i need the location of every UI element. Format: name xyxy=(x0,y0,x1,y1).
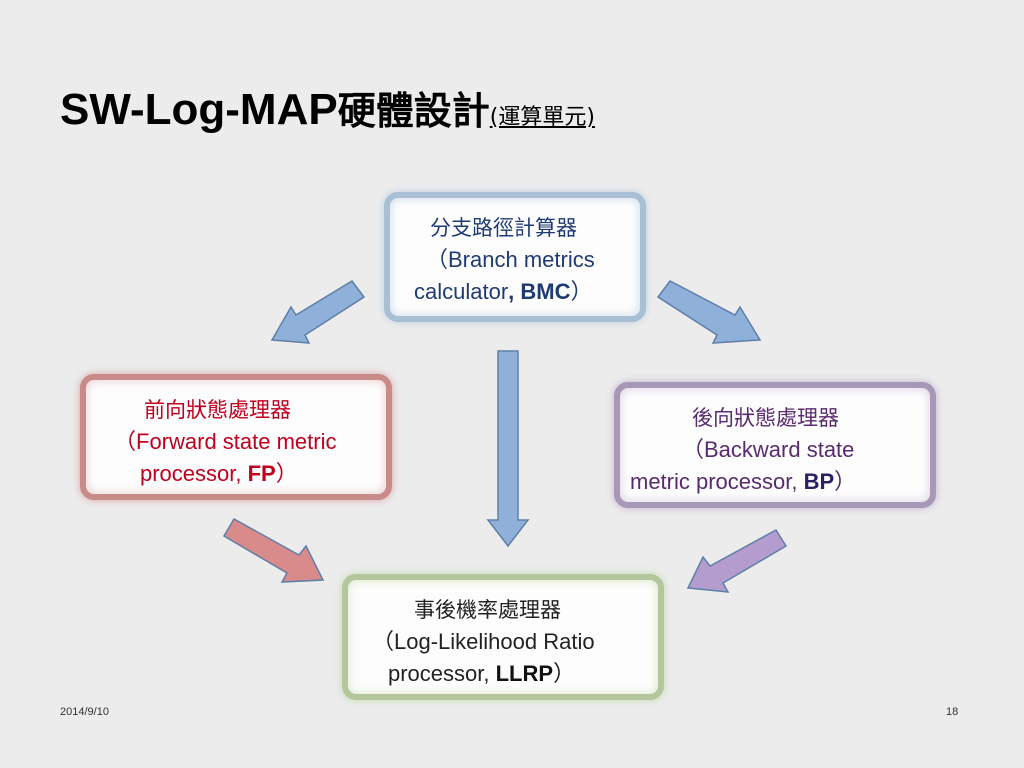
arrow-bmc-to-bp xyxy=(656,280,762,344)
node-llrp-close: ） xyxy=(553,661,576,686)
node-bp-line2: metric processor, BP） xyxy=(630,466,930,498)
arrow-bmc-to-llrp xyxy=(486,350,530,548)
title-chinese: 硬體設計 xyxy=(337,89,490,133)
node-fp-line2-text: processor, xyxy=(140,461,248,486)
node-llrp-line2-text: processor, xyxy=(388,661,496,686)
node-fp-line2: processor, FP） xyxy=(114,458,386,490)
node-bmc-line2-text: calculator xyxy=(414,279,509,304)
node-bmc-zh: 分支路徑計算器 xyxy=(430,216,577,240)
slide-title: SW-Log-MAP硬體設計(運算單元) xyxy=(60,80,595,135)
node-bmc-close: ） xyxy=(570,279,593,304)
node-llrp: 事後機率處理器 （Log-Likelihood Ratio processor,… xyxy=(342,574,664,700)
node-bp: 後向狀態處理器 （Backward state metric processor… xyxy=(614,382,936,508)
node-bp-zh: 後向狀態處理器 xyxy=(692,406,839,430)
footer-date: 2014/9/10 xyxy=(60,706,109,718)
node-bp-line2-text: metric processor, xyxy=(630,469,804,494)
node-fp-line1: （Forward state metric xyxy=(114,429,337,454)
node-llrp-line1: （Log-Likelihood Ratio xyxy=(372,629,595,654)
node-fp: 前向狀態處理器 （Forward state metric processor,… xyxy=(80,374,392,500)
node-fp-close: ） xyxy=(275,461,298,486)
node-llrp-line2: processor, LLRP） xyxy=(372,658,658,690)
arrow-fp-to-llrp xyxy=(222,517,325,583)
node-llrp-zh: 事後機率處理器 xyxy=(414,598,561,622)
node-bmc-line2: calculator, BMC） xyxy=(414,276,640,308)
node-bp-close: ） xyxy=(834,469,857,494)
node-llrp-abbr: LLRP xyxy=(495,661,554,686)
node-fp-abbr: FP xyxy=(247,461,276,486)
title-subtitle: (運算單元) xyxy=(489,105,595,130)
node-bp-line1: （Backward state xyxy=(682,437,855,462)
footer-page-number: 18 xyxy=(946,706,959,718)
node-fp-zh: 前向狀態處理器 xyxy=(144,398,291,422)
node-bmc-abbr: , BMC xyxy=(508,279,571,304)
arrow-bmc-to-fp xyxy=(270,280,366,344)
node-bp-abbr: BP xyxy=(803,469,835,494)
title-main: SW-Log-MAP xyxy=(60,85,338,134)
arrow-bp-to-llrp xyxy=(686,529,788,593)
node-bmc: 分支路徑計算器 （Branch metrics calculator, BMC） xyxy=(384,192,646,322)
node-bmc-line1: （Branch metrics xyxy=(426,247,595,272)
